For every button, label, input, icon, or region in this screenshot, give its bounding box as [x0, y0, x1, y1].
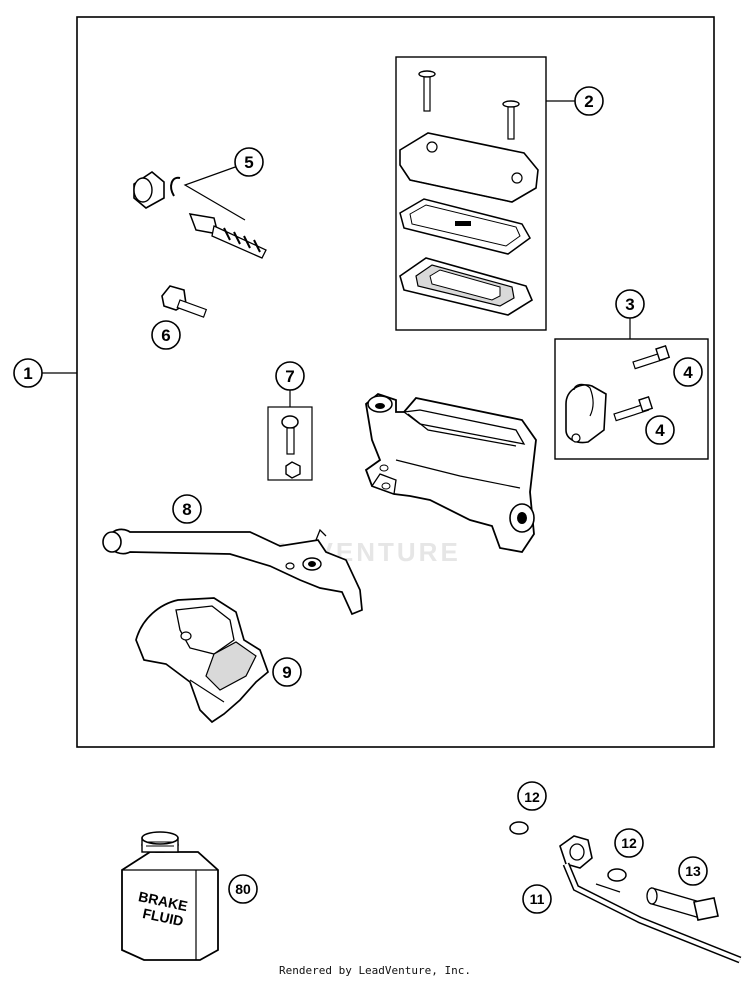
membrane-part	[399, 257, 534, 316]
svg-text:13: 13	[685, 863, 701, 879]
brake-fluid-bottle-part: BRAKE FLUID	[121, 831, 219, 961]
svg-text:4: 4	[655, 421, 665, 440]
bleeder-screw-part	[161, 285, 208, 318]
banjo-bolt-part	[646, 887, 719, 921]
callout-4: 4	[645, 415, 675, 445]
svg-text:3: 3	[625, 295, 634, 314]
svg-text:80: 80	[235, 881, 251, 897]
clamp-bolt-part	[632, 345, 671, 370]
svg-text:12: 12	[621, 835, 637, 851]
callout-9: 9	[272, 657, 302, 687]
callout-2: 2	[574, 86, 604, 116]
svg-text:12: 12	[524, 789, 540, 805]
svg-text:8: 8	[182, 500, 191, 519]
callout-13: 13	[678, 856, 708, 886]
callout-4: 4	[673, 357, 703, 387]
svg-text:7: 7	[285, 367, 294, 386]
assembly-frame	[76, 16, 715, 748]
pivot-screw-part	[281, 415, 301, 479]
callout-11: 11	[522, 884, 552, 914]
svg-text:2: 2	[584, 92, 593, 111]
washer-part	[607, 868, 627, 882]
screw-part	[502, 100, 520, 140]
callout-6: 6	[151, 320, 181, 350]
callout-8: 8	[172, 494, 202, 524]
svg-text:11: 11	[530, 891, 545, 907]
brake-hose-part	[559, 835, 742, 964]
clamp-frame	[554, 338, 709, 460]
lever-cover-part	[135, 597, 270, 724]
gasket-part	[399, 198, 531, 255]
render-credit: Rendered by LeadVenture, Inc.	[278, 964, 472, 977]
callout-5: 5	[234, 147, 264, 177]
reservoir-cap-frame	[395, 56, 547, 331]
clamp-part	[565, 383, 607, 444]
svg-text:4: 4	[683, 363, 693, 382]
master-cylinder-part	[364, 392, 537, 553]
leader-line-5	[183, 165, 246, 221]
screw-part	[418, 70, 436, 112]
svg-text:5: 5	[244, 153, 253, 172]
svg-text:9: 9	[282, 663, 291, 682]
svg-text:6: 6	[161, 326, 170, 345]
reservoir-cover-part	[399, 132, 539, 203]
brake-lever-part	[102, 528, 363, 616]
svg-text:1: 1	[23, 364, 32, 383]
callout-12: 12	[614, 828, 644, 858]
callout-7: 7	[275, 361, 305, 391]
callout-1: 1	[13, 358, 43, 388]
clamp-bolt-part	[613, 396, 654, 422]
callout-3: 3	[615, 289, 645, 319]
callout-80: 80	[228, 874, 258, 904]
callout-12: 12	[517, 781, 547, 811]
washer-part	[509, 821, 529, 835]
piston-kit-part	[133, 171, 267, 259]
